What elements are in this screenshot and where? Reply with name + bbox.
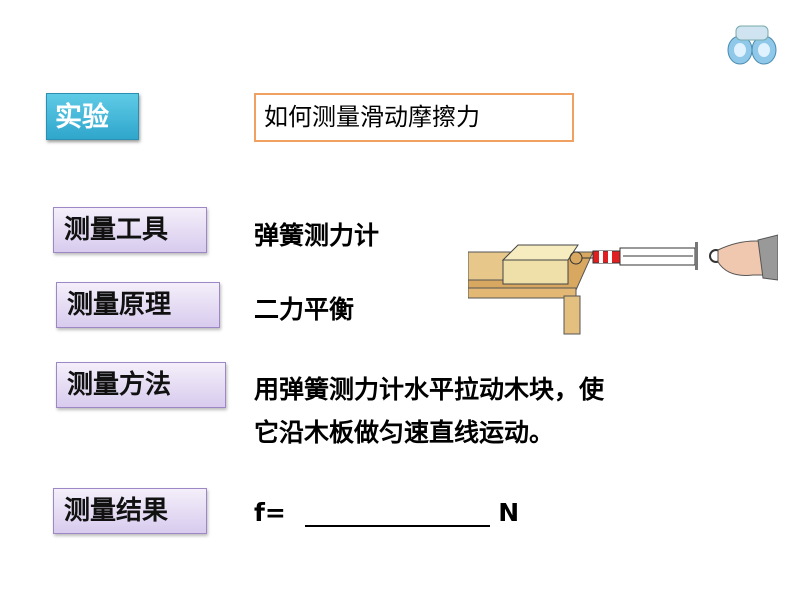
- label-tool: 测量工具: [53, 207, 207, 253]
- value-tool: 弹簧测力计: [254, 221, 380, 250]
- value-principle: 二力平衡: [254, 295, 355, 324]
- experiment-label: 实验: [46, 93, 139, 140]
- value-method-line1: 用弹簧测力计水平拉动木块，使: [254, 375, 605, 404]
- experiment-title: 如何测量滑动摩擦力: [254, 93, 574, 142]
- experiment-illustration: [467, 230, 779, 339]
- binoculars-icon: [722, 20, 782, 70]
- label-result: 测量结果: [53, 488, 207, 534]
- result-prefix: f=: [254, 498, 295, 527]
- value-method-line2: 它沿木板做匀速直线运动。: [254, 418, 555, 447]
- label-principle: 测量原理: [56, 282, 220, 328]
- result-unit: N: [498, 498, 520, 527]
- label-method: 测量方法: [56, 362, 226, 408]
- result-blank[interactable]: [304, 501, 490, 527]
- value-result: f= N: [254, 498, 519, 527]
